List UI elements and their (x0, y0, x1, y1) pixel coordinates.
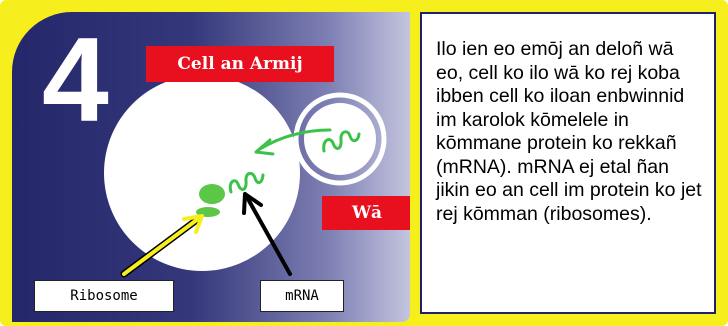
virus-rna-strand (322, 130, 361, 153)
cell-illustration (104, 75, 387, 278)
cell-scene: 4 Cell an Armij Wā Rib (12, 12, 410, 322)
ribosome-pointer-fill (122, 217, 200, 276)
mrna-label: mRNA (260, 280, 344, 312)
virus-outer-ring (293, 92, 387, 186)
title-label: Cell an Armij (146, 46, 334, 82)
ribosome-pointer-head (182, 214, 204, 234)
description-text: Ilo ien eo emōj an deloñ wā eo, cell ko … (436, 38, 702, 225)
step-number: 4 (42, 13, 109, 147)
ribosome-large (199, 184, 225, 204)
ribosome-label: Ribosome (34, 280, 174, 312)
entry-arrow-head (254, 138, 275, 156)
mrna-pointer (246, 197, 292, 276)
description-box: Ilo ien eo emōj an deloñ wā eo, cell ko … (420, 12, 716, 314)
mrna-pointer-head (242, 192, 263, 215)
entry-arrow (258, 128, 332, 151)
cell-mrna-strand (228, 172, 265, 194)
human-cell (104, 75, 300, 271)
virus-label: Wā (322, 196, 410, 230)
